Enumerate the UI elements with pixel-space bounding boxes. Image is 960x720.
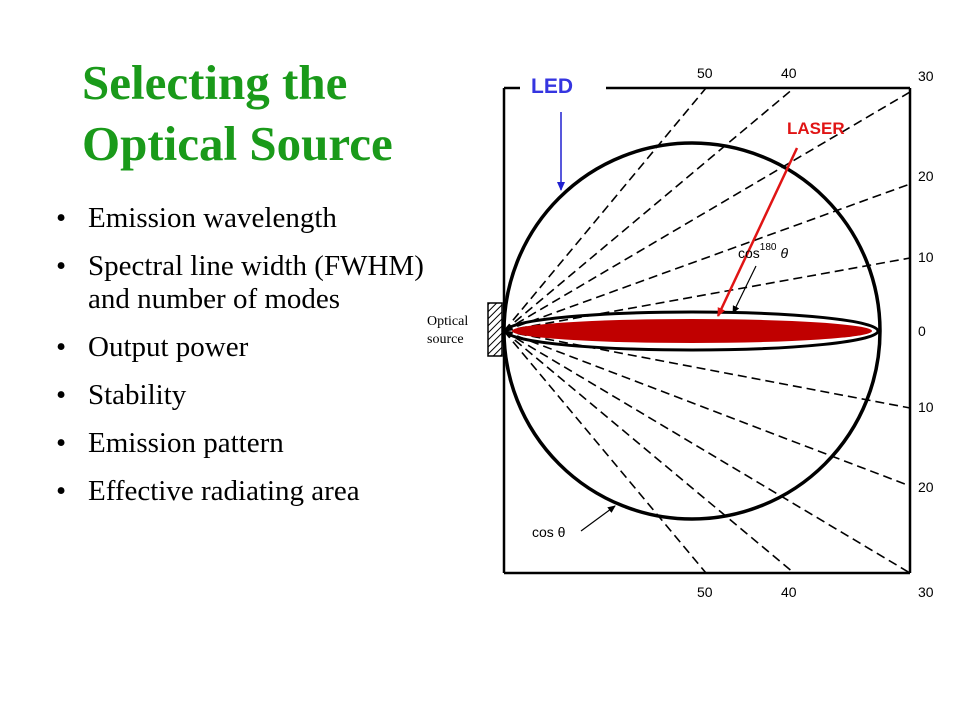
angle-label-bottom-50: 50 bbox=[697, 584, 713, 600]
laser-lobe-fill bbox=[512, 319, 872, 343]
bullet-item: • Output power bbox=[52, 331, 432, 364]
angle-label-top-30: 30 bbox=[918, 68, 934, 84]
angle-ray bbox=[503, 330, 707, 574]
bullet-item: • Emission pattern bbox=[52, 427, 432, 460]
bullet-text: Spectral line width (FWHM) and number of… bbox=[88, 250, 424, 315]
angle-label-right-20: 20 bbox=[918, 168, 934, 184]
source-label-line-2: source bbox=[427, 332, 464, 347]
bullet-dot: • bbox=[56, 331, 67, 363]
cos180-base: cos bbox=[738, 245, 760, 261]
angle-label-right-20-lower: 20 bbox=[918, 479, 934, 495]
angle-ray bbox=[503, 183, 911, 332]
slide-title-line-2: Optical Source bbox=[82, 116, 393, 171]
bullet-text: Stability bbox=[88, 379, 187, 411]
slide-title: Selecting the Optical Source bbox=[82, 52, 393, 174]
bullet-dot: • bbox=[56, 250, 67, 282]
angle-label-bottom-40: 40 bbox=[781, 584, 797, 600]
bullet-text: Output power bbox=[88, 331, 249, 363]
cos180-pointer bbox=[732, 265, 757, 314]
angle-ray bbox=[503, 87, 795, 332]
bullet-dot: • bbox=[56, 202, 67, 234]
bullet-dot: • bbox=[56, 475, 67, 507]
angle-label-top-50: 50 bbox=[697, 65, 713, 81]
laser-label: LASER bbox=[787, 119, 845, 138]
led-emission-circle bbox=[502, 141, 882, 521]
angle-ray bbox=[503, 330, 795, 574]
led-label: LED bbox=[531, 75, 573, 98]
bullet-item: • Effective radiating area bbox=[52, 475, 432, 508]
angle-labels: 50 40 30 20 10 0 10 20 50 40 30 bbox=[697, 65, 934, 600]
cos180-exponent: 180 bbox=[760, 242, 777, 253]
angle-label-right-10: 10 bbox=[918, 249, 934, 265]
angle-rays bbox=[503, 87, 911, 574]
bullet-dot: • bbox=[56, 427, 67, 459]
angle-ray bbox=[503, 91, 911, 332]
cos-theta-pointer bbox=[580, 505, 616, 532]
slide-title-line-1: Selecting the bbox=[82, 55, 348, 110]
angle-ray bbox=[503, 330, 911, 487]
optical-source-block bbox=[487, 302, 503, 357]
bullet-text: Emission wavelength bbox=[88, 202, 337, 234]
angle-ray bbox=[503, 87, 707, 332]
angle-ray bbox=[503, 257, 911, 332]
bullet-item: • Emission wavelength bbox=[52, 202, 432, 235]
angle-ray bbox=[503, 330, 911, 574]
angle-label-right-0: 0 bbox=[918, 323, 926, 339]
bullet-dot: • bbox=[56, 379, 67, 411]
angle-label-right-10-lower: 10 bbox=[918, 399, 934, 415]
bullet-item: • Stability bbox=[52, 379, 432, 412]
angle-label-bottom-30: 30 bbox=[918, 584, 934, 600]
laser-arrow bbox=[716, 147, 799, 317]
cos-theta-label: cos θ bbox=[532, 524, 566, 540]
source-label-line-1: Optical bbox=[427, 314, 468, 329]
bullet-list: • Emission wavelength • Spectral line widt… bbox=[52, 202, 432, 523]
cos180-theta: θ bbox=[780, 245, 788, 261]
angle-ray bbox=[503, 330, 911, 409]
bullet-text: Emission pattern bbox=[88, 427, 284, 459]
bullet-item: • Spectral line width (FWHM) and number o… bbox=[52, 250, 432, 316]
laser-lobe-outline bbox=[504, 310, 880, 352]
bullet-text: Effective radiating area bbox=[88, 475, 360, 507]
angle-label-top-40: 40 bbox=[781, 65, 797, 81]
